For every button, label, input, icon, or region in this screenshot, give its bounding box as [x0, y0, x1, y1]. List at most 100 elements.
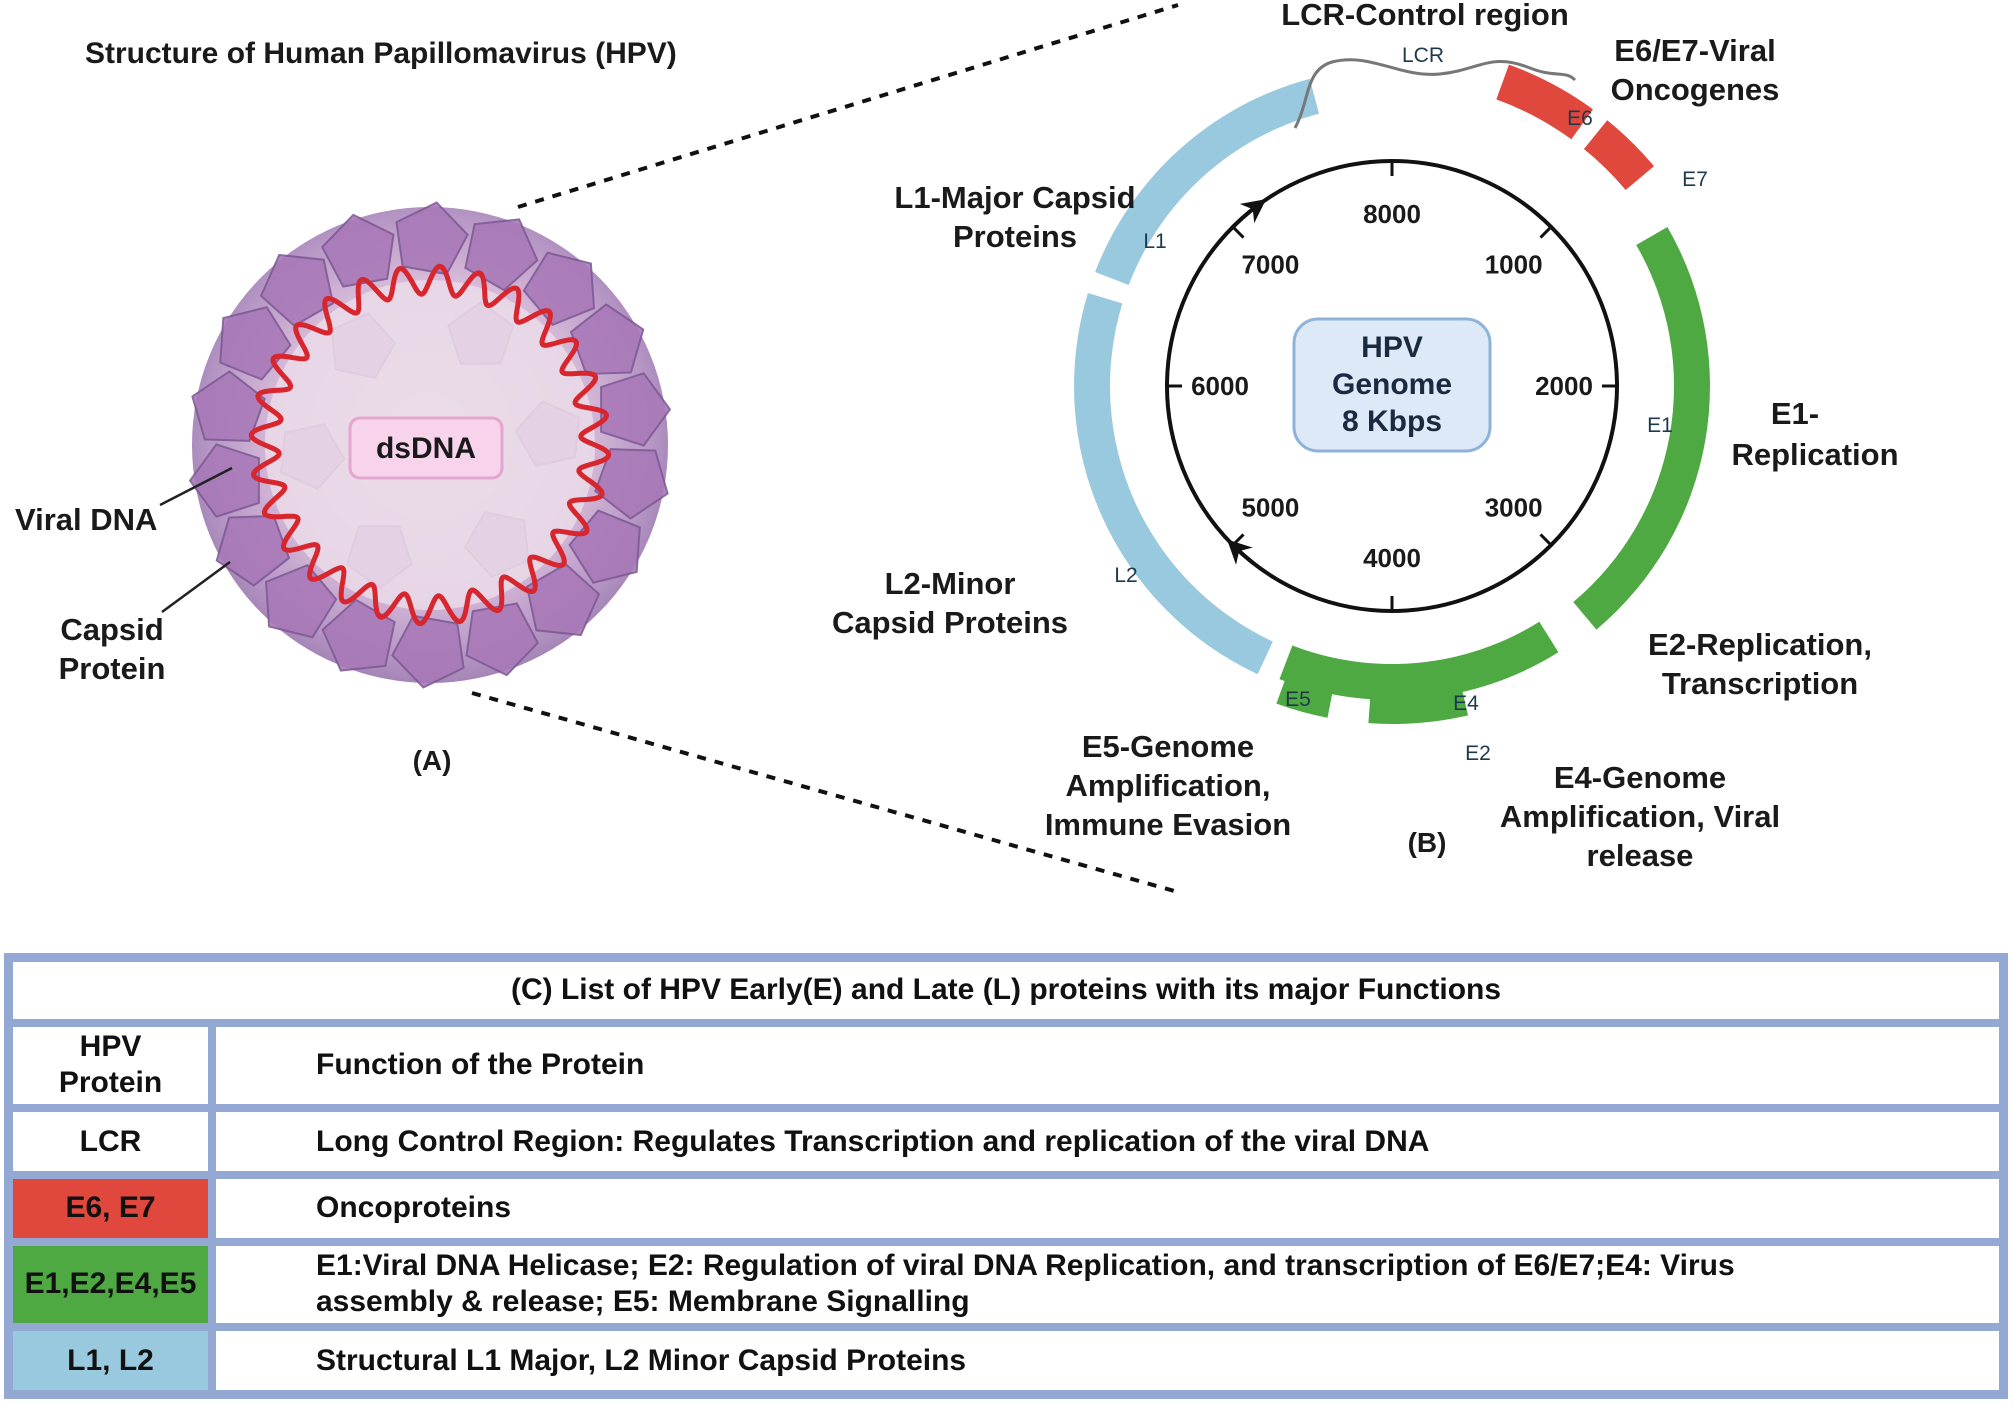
viral-dna-helix	[248, 263, 612, 627]
segment-e5-label: E5	[1285, 688, 1311, 711]
function-cell-late: Structural L1 Major, L2 Minor Capsid Pro…	[212, 1327, 2003, 1394]
genome-tick-label: 7000	[1241, 249, 1299, 279]
function-cell-lcr: Long Control Region: Regulates Transcrip…	[212, 1108, 2003, 1175]
e5-label-line1: E5-Genome	[1082, 729, 1254, 764]
segment-e7	[1583, 120, 1654, 190]
virus-particle: dsDNA	[188, 201, 672, 689]
capsomer	[215, 514, 291, 587]
segment-lcr-label: LCR	[1402, 44, 1444, 67]
panel-a-label: (A)	[413, 745, 452, 776]
e2-label-line1: E2-Replication,	[1648, 627, 1872, 662]
e1-label-line2: Replication	[1731, 437, 1898, 472]
capsomer	[522, 251, 596, 327]
capsomer	[395, 201, 469, 276]
l2-label-line2: Capsid Proteins	[832, 605, 1068, 640]
segment-l2	[1074, 293, 1273, 675]
segment-e7-label: E7	[1682, 168, 1708, 191]
e1-label-line1: E1-	[1771, 396, 1819, 431]
capsomer	[259, 253, 335, 327]
table-row: E6, E7 Oncoproteins	[9, 1174, 2003, 1242]
dsdna-box	[348, 416, 504, 480]
e2-label-line2: Transcription	[1662, 666, 1858, 701]
capsomer	[594, 448, 669, 520]
viral-dna-pointer	[159, 466, 233, 507]
segment-l1	[1095, 78, 1320, 285]
e4-label-line1: E4-Genome	[1554, 760, 1726, 795]
genome-tick-mark	[1539, 533, 1553, 547]
genome-ticks: 1000 2000 3000 4000 5000 6000 7000 8000	[1167, 161, 1617, 611]
protein-function-table: (C) List of HPV Early(E) and Late (L) pr…	[4, 953, 2008, 1399]
genome-tick-mark	[1539, 225, 1553, 239]
genome-tick-mark	[1231, 225, 1245, 239]
genome-center-line3: 8 Kbps	[1342, 405, 1442, 438]
structure-title: Structure of Human Papillomavirus (HPV)	[85, 37, 677, 70]
genome-center-line2: Genome	[1332, 368, 1452, 401]
segment-e4	[1368, 683, 1469, 724]
dsdna-label: dsDNA	[376, 432, 476, 465]
header-function: Function of the Protein	[212, 1022, 2003, 1109]
function-cell-early: E1:Viral DNA Helicase; E2: Regulation of…	[212, 1241, 2003, 1328]
e6e7-label-line1: E6/E7-Viral	[1614, 33, 1775, 68]
segment-e5	[1276, 672, 1334, 718]
genome-tick-label: 6000	[1191, 371, 1249, 401]
e5-label-line3: Immune Evasion	[1045, 807, 1291, 842]
segment-e6	[1496, 64, 1594, 140]
lcr-label: LCR-Control region	[1281, 0, 1569, 32]
genome-center-line1: HPV	[1361, 331, 1423, 364]
l1-label-line1: L1-Major Capsid	[894, 180, 1135, 215]
segment-l2-label: L2	[1114, 564, 1137, 587]
capsomer	[191, 370, 266, 442]
l1-label-line2: Proteins	[953, 219, 1077, 254]
table-row: E1,E2,E4,E5 E1:Viral DNA Helicase; E2: R…	[9, 1241, 2003, 1328]
panel-b-label: (B)	[1408, 827, 1447, 858]
function-early-line2: assembly & release; E5: Membrane Signall…	[316, 1285, 970, 1319]
header-protein-line2: Protein	[58, 1066, 163, 1100]
capsid-pointer	[161, 560, 231, 614]
lcr-curve	[1293, 58, 1577, 129]
e6e7-label-line2: Oncogenes	[1611, 72, 1780, 107]
table-row: LCR Long Control Region: Regulates Trans…	[9, 1108, 2003, 1175]
protein-cell-late: L1, L2	[9, 1327, 212, 1394]
segment-e2-label: E2	[1465, 742, 1491, 765]
protein-cell-e6-e7: E6, E7	[9, 1174, 212, 1242]
genome-tick-label: 8000	[1363, 199, 1421, 229]
genome-center-box	[1292, 317, 1492, 453]
function-cell-e6-e7: Oncoproteins	[212, 1174, 2003, 1242]
l2-label-line1: L2-Minor	[885, 566, 1016, 601]
capsomer	[569, 303, 645, 376]
zoom-line-bottom	[471, 691, 1179, 894]
zoom-line-top	[517, 3, 1179, 209]
e5-label-line2: Amplification,	[1066, 768, 1271, 803]
protein-cell-early: E1,E2,E4,E5	[9, 1241, 212, 1328]
protein-cell-lcr: LCR	[9, 1108, 212, 1175]
capsid-label-line1: Capsid	[60, 612, 163, 647]
viral-dna-label: Viral DNA	[15, 502, 157, 537]
table-caption: (C) List of HPV Early(E) and Late (L) pr…	[9, 958, 2003, 1023]
genome-tick-label: 3000	[1485, 493, 1543, 523]
capsomer	[525, 563, 601, 637]
genome-tick-label: 2000	[1535, 371, 1593, 401]
direction-arrow-bottom	[1227, 539, 1255, 565]
header-protein: HPV Protein	[9, 1022, 212, 1109]
genome-tick-label: 4000	[1363, 543, 1421, 573]
capsid-label-line2: Protein	[59, 651, 166, 686]
e4-label-line3: release	[1587, 838, 1694, 873]
capsomer	[264, 563, 338, 639]
genome-tick-label: 1000	[1485, 249, 1543, 279]
capsomer	[391, 614, 465, 689]
genome-map: 1000 2000 3000 4000 5000 6000 7000 8000 HPV Gen…	[832, 0, 1899, 873]
segment-l1-label: L1	[1143, 230, 1166, 253]
genome-tick-label: 5000	[1241, 493, 1299, 523]
function-early-line1: E1:Viral DNA Helicase; E2: Regulation of…	[316, 1249, 1735, 1283]
segment-e1	[1573, 227, 1710, 630]
segment-e1-label: E1	[1647, 414, 1673, 437]
table-row: L1, L2 Structural L1 Major, L2 Minor Cap…	[9, 1327, 2003, 1394]
e4-label-line2: Amplification, Viral	[1500, 799, 1780, 834]
header-protein-line1: HPV	[79, 1030, 142, 1064]
segment-e2	[1279, 621, 1559, 700]
segment-e6-label: E6	[1567, 107, 1593, 130]
segment-e4-label: E4	[1453, 692, 1479, 715]
genome-tick-mark	[1231, 533, 1245, 547]
direction-arrow-top	[1231, 199, 1267, 229]
